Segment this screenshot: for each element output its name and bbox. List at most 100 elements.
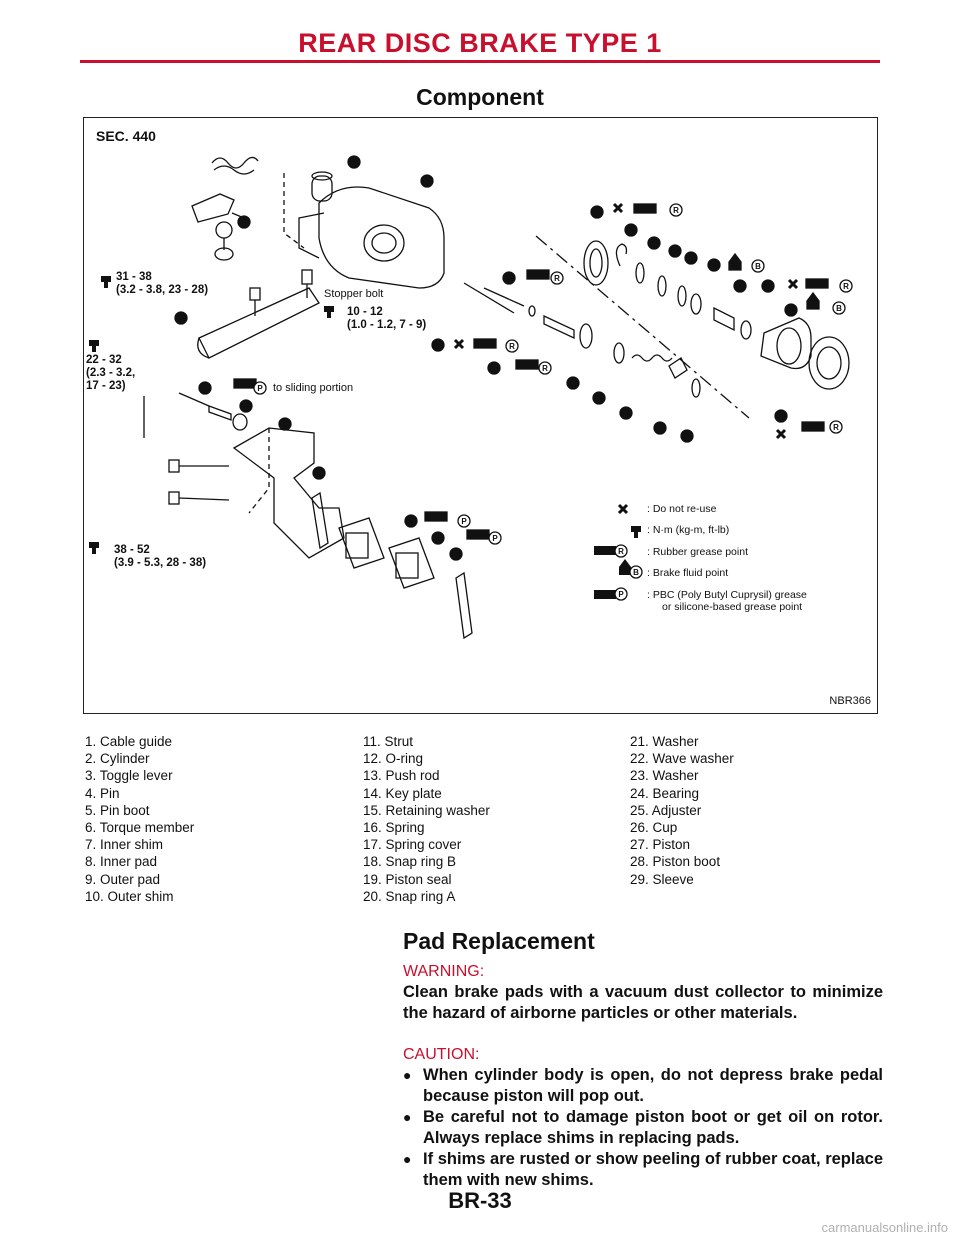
list-item: 13. Push rod xyxy=(363,768,440,784)
header-rule xyxy=(80,60,880,63)
warning-label: WARNING: xyxy=(403,963,485,980)
svg-text:19: 19 xyxy=(593,208,601,217)
svg-text:8: 8 xyxy=(409,517,413,526)
figure-code: NBR366 xyxy=(829,695,871,707)
svg-text:29: 29 xyxy=(350,158,358,167)
svg-text:21: 21 xyxy=(650,239,658,248)
svg-text:20: 20 xyxy=(627,226,635,235)
list-item: 5. Pin boot xyxy=(85,802,150,818)
parts-list-col-1: 1. Cable guide 2. Cylinder 3. Toggle lev… xyxy=(85,733,194,905)
list-item: 3. Toggle lever xyxy=(85,768,173,784)
list-item: 8. Inner pad xyxy=(85,854,158,870)
torque-spec-38: 38 - 52 (3.9 - 5.3, 28 - 38) xyxy=(114,544,207,569)
page-number: BR-33 xyxy=(448,1188,512,1213)
svg-text:15: 15 xyxy=(595,394,603,403)
svg-text:2: 2 xyxy=(425,177,429,186)
bullet-icon: ● xyxy=(403,1151,412,1167)
list-item: 17. Spring cover xyxy=(363,837,462,853)
svg-text:6: 6 xyxy=(283,420,287,429)
stopper-bolt-label: Stopper bolt xyxy=(324,288,384,300)
legend-torque: : N·m (kg-m, ft-lb) xyxy=(647,524,730,536)
svg-text:25: 25 xyxy=(736,282,744,291)
list-item: 27. Piston xyxy=(630,837,691,853)
list-item: 19. Piston seal xyxy=(363,871,452,887)
list-item: 16. Spring xyxy=(363,820,425,836)
component-title: Component xyxy=(416,84,544,110)
svg-text:R: R xyxy=(554,274,560,283)
svg-text:R: R xyxy=(833,423,839,432)
page-header-title: REAR DISC BRAKE TYPE 1 xyxy=(298,28,662,58)
list-item: 24. Bearing xyxy=(630,785,700,801)
list-item: 1. Cable guide xyxy=(85,734,173,749)
watermark: carmanualsonline.info xyxy=(821,1220,948,1235)
legend-do-not-reuse: : Do not re-use xyxy=(647,503,717,515)
legend-pbc-grease-cont: or silicone-based grease point xyxy=(662,601,803,613)
svg-text:16: 16 xyxy=(622,409,630,418)
list-item: 25. Adjuster xyxy=(630,802,702,818)
svg-text:5: 5 xyxy=(244,402,248,411)
list-item: 29. Sleeve xyxy=(630,871,694,887)
list-item: 21. Washer xyxy=(630,734,699,749)
svg-text:17: 17 xyxy=(656,424,664,433)
caution-bullet-3: ● If shims are rusted or show peeling of… xyxy=(403,1150,883,1189)
svg-text:R: R xyxy=(542,364,548,373)
list-item: 20. Snap ring A xyxy=(363,888,456,904)
svg-text:R: R xyxy=(618,547,624,556)
svg-text:26: 26 xyxy=(764,282,772,291)
caution-bullet-1: ● When cylinder body is open, do not dep… xyxy=(403,1066,883,1105)
svg-text:P: P xyxy=(257,384,263,393)
svg-text:7: 7 xyxy=(317,469,321,478)
list-item: 9. Outer pad xyxy=(85,871,161,887)
svg-text:10: 10 xyxy=(452,550,460,559)
svg-text:B: B xyxy=(755,262,761,271)
svg-text:R: R xyxy=(843,282,849,291)
svg-text:1: 1 xyxy=(179,314,183,323)
svg-text:R: R xyxy=(509,342,515,351)
caution-label: CAUTION: xyxy=(403,1046,480,1063)
svg-text:13: 13 xyxy=(490,364,498,373)
list-item: 14. Key plate xyxy=(363,785,442,801)
pad-replacement-title: Pad Replacement xyxy=(403,928,595,954)
torque-spec-31: 31 - 38 (3.2 - 3.8, 23 - 28) xyxy=(116,271,209,296)
svg-text:R: R xyxy=(673,206,679,215)
svg-text:P: P xyxy=(461,517,467,526)
svg-text:9: 9 xyxy=(436,534,440,543)
list-item: 26. Cup xyxy=(630,820,678,836)
svg-text:P: P xyxy=(492,534,498,543)
list-item: 2. Cylinder xyxy=(85,751,150,767)
legend-pbc-grease: : PBC (Poly Butyl Cuprysil) grease xyxy=(647,589,807,601)
section-number-label: SEC. 440 xyxy=(96,128,156,144)
list-item: 11. Strut xyxy=(363,734,414,749)
parts-list-col-3: 21. Washer 22. Wave washer 23. Washer 24… xyxy=(630,733,734,888)
caution-bullet-2: ● Be careful not to damage piston boot o… xyxy=(403,1108,883,1147)
svg-text:12: 12 xyxy=(434,341,442,350)
bullet-icon: ● xyxy=(403,1067,412,1083)
svg-text:22: 22 xyxy=(671,247,679,256)
list-item: 23. Washer xyxy=(630,768,699,784)
svg-text:18: 18 xyxy=(683,432,691,441)
sliding-portion-note: to sliding portion xyxy=(273,382,354,394)
warning-text: Clean brake pads with a vacuum dust coll… xyxy=(403,983,883,1022)
svg-text:P: P xyxy=(618,590,624,599)
svg-text:3: 3 xyxy=(242,218,246,227)
torque-spec-22: 22 - 32 (2.3 - 3.2, 17 - 23) xyxy=(86,354,136,392)
legend-brake-fluid: : Brake fluid point xyxy=(647,567,729,579)
svg-text:4: 4 xyxy=(203,384,207,393)
legend-rubber-grease: : Rubber grease point xyxy=(647,546,748,558)
svg-text:11: 11 xyxy=(505,274,513,283)
torque-spec-10: 10 - 12 (1.0 - 1.2, 7 - 9) xyxy=(347,306,427,331)
parts-list-col-2: 11. Strut 12. O-ring 13. Push rod 14. Ke… xyxy=(363,733,490,905)
list-item: 18. Snap ring B xyxy=(363,854,457,870)
list-item: 10. Outer shim xyxy=(85,888,174,904)
exploded-view-drawing: 29 2 3 1 4 5 6 7 8 9 10 11 12 13 14 15 1… xyxy=(89,155,853,640)
svg-text:B: B xyxy=(633,568,639,577)
list-item: 28. Piston boot xyxy=(630,854,721,870)
list-item: 6. Torque member xyxy=(85,820,195,836)
svg-text:23: 23 xyxy=(687,254,695,263)
component-figure: 29 2 3 1 4 5 6 7 8 9 10 11 12 13 14 15 1… xyxy=(83,117,878,714)
svg-text:24: 24 xyxy=(710,261,718,270)
list-item: 4. Pin xyxy=(85,785,120,801)
bullet-icon: ● xyxy=(403,1109,412,1125)
list-item: 15. Retaining washer xyxy=(363,802,490,818)
list-item: 12. O-ring xyxy=(363,751,424,767)
